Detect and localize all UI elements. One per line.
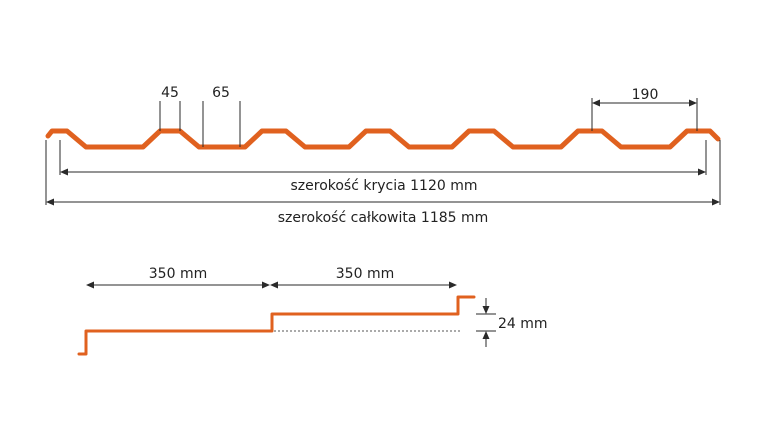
- total-width-label: szerokość całkowita 1185 mm: [278, 210, 489, 226]
- module-1-dimension: 350 mm: [86, 266, 270, 289]
- sheet-cross-section-profile: [45, 128, 721, 150]
- dim-45-marker: 45: [159, 85, 181, 131]
- total-width-dimension: szerokość całkowita 1185 mm: [45, 140, 721, 226]
- dim-65-label: 65: [212, 85, 230, 101]
- dim-190-label: 190: [632, 87, 659, 103]
- step-height-dimension: 24 mm: [476, 298, 548, 347]
- module-2-dimension: 350 mm: [270, 266, 457, 289]
- dim-45-label: 45: [161, 85, 179, 101]
- step-height-label: 24 mm: [498, 316, 548, 332]
- covering-width-label: szerokość krycia 1120 mm: [290, 178, 477, 194]
- dim-190-marker: 190: [591, 87, 698, 131]
- module-1-label: 350 mm: [149, 266, 207, 282]
- covering-width-dimension: szerokość krycia 1120 mm: [59, 140, 707, 194]
- module-2-label: 350 mm: [336, 266, 394, 282]
- dim-65-marker: 65: [202, 85, 241, 147]
- sheet-side-profile: [77, 295, 476, 356]
